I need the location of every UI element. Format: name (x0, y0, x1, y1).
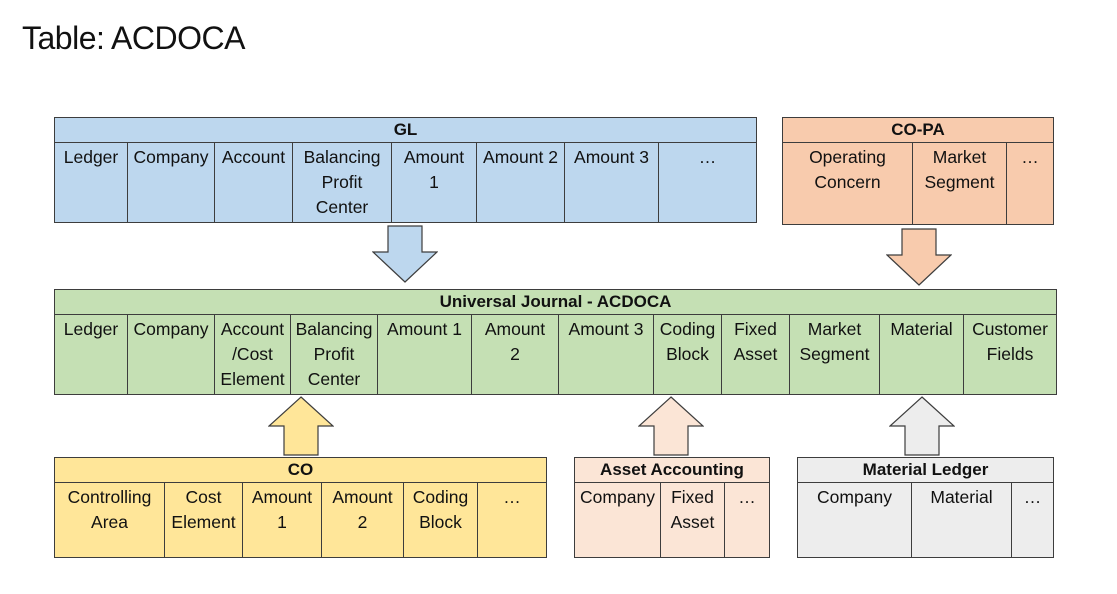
co-col-amount-2: Amount 2 (322, 483, 404, 557)
uj-col-material: Material (880, 315, 964, 394)
arrow-up-asset-icon (638, 396, 704, 456)
asset-accounting-table: Asset Accounting Company Fixed Asset … (574, 457, 770, 558)
ml-col-more: … (1023, 487, 1042, 507)
co-table: CO Controlling Area Cost Element Amount … (54, 457, 547, 558)
uj-col-market-segment: Market Segment (790, 315, 880, 394)
gl-table-title: GL (55, 118, 756, 143)
gl-col-ledger: Ledger (55, 143, 128, 222)
gl-col-amount-1: Amount 1 (392, 143, 477, 222)
uj-col-amount-1: Amount 1 (378, 315, 472, 394)
universal-journal-table: Universal Journal - ACDOCA Ledger Compan… (54, 289, 1057, 395)
arrow-down-copa-icon (886, 228, 952, 286)
co-col-coding-block: Coding Block (404, 483, 478, 557)
page-title: Table: ACDOCA (22, 20, 245, 56)
co-col-controlling-area: Controlling Area (55, 483, 165, 557)
uj-col-account-cost-element: Account /Cost Element (215, 315, 291, 394)
co-col-cost-element: Cost Element (165, 483, 243, 557)
uj-col-company: Company (128, 315, 215, 394)
uj-col-amount-3: Amount 3 (559, 315, 654, 394)
uj-col-balancing-profit-center: Balancing Profit Center (291, 315, 378, 394)
material-ledger-title: Material Ledger (798, 458, 1053, 483)
universal-journal-title: Universal Journal - ACDOCA (55, 290, 1056, 315)
copa-col-market-segment: Market Segment (913, 143, 1007, 224)
ml-col-company: Company (798, 483, 912, 557)
gl-col-amount-3: Amount 3 (565, 143, 659, 222)
gl-col-company: Company (128, 143, 215, 222)
material-ledger-table: Material Ledger Company Material … (797, 457, 1054, 558)
uj-col-coding-block: Coding Block (654, 315, 722, 394)
copa-col-operating-concern: Operating Concern (783, 143, 913, 224)
asset-col-more: … (738, 487, 756, 507)
copa-col-more: … (1021, 147, 1039, 167)
asset-accounting-title: Asset Accounting (575, 458, 769, 483)
copa-table-title: CO-PA (783, 118, 1053, 143)
gl-col-account: Account (215, 143, 293, 222)
uj-col-fixed-asset: Fixed Asset (722, 315, 790, 394)
co-col-amount-1: Amount 1 (243, 483, 322, 557)
asset-col-company: Company (575, 483, 661, 557)
gl-col-balancing-profit-center: Balancing Profit Center (293, 143, 392, 222)
copa-table: CO-PA Operating Concern Market Segment … (782, 117, 1054, 225)
gl-col-more: … (698, 147, 717, 167)
ml-col-material: Material (912, 483, 1012, 557)
arrow-down-gl-icon (372, 225, 438, 283)
gl-col-amount-2: Amount 2 (477, 143, 565, 222)
uj-col-ledger: Ledger (55, 315, 128, 394)
uj-col-customer-fields: Customer Fields (972, 319, 1048, 364)
arrow-up-co-icon (268, 396, 334, 456)
co-table-title: CO (55, 458, 546, 483)
gl-table: GL Ledger Company Account Balancing Prof… (54, 117, 757, 223)
uj-col-amount-2: Amount 2 (472, 315, 559, 394)
arrow-up-material-ledger-icon (889, 396, 955, 456)
asset-col-fixed-asset: Fixed Asset (661, 483, 725, 557)
co-col-more: … (503, 487, 521, 507)
